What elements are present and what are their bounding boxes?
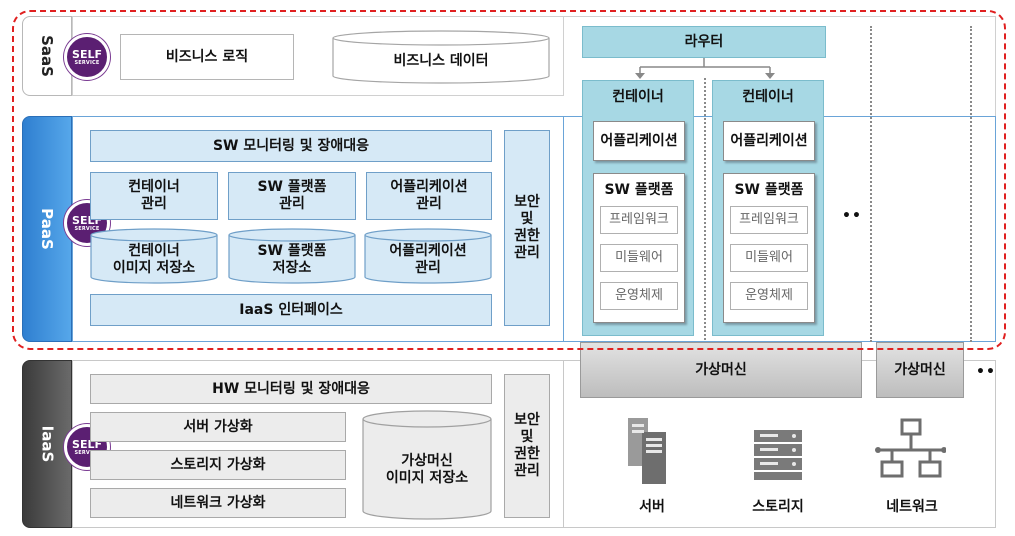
storage-label: 스토리지 [752,499,804,515]
router-box: 라우터 [582,26,826,58]
vm-image-store-label: 가상머신 이미지 저장소 [385,453,469,486]
sw-platform-store-label: SW 플랫폼 저장소 [257,243,327,276]
sw-platform-mgmt-box: SW 플랫폼 관리 [228,172,356,220]
network-label: 네트워크 [886,499,938,515]
iaas-layer-tab: IaaS [22,360,72,528]
router-connector-arrows [635,58,775,79]
badge-line1: SELF [72,213,102,227]
virtual-machine-second: 가상머신 [876,342,964,398]
iaas-security-box: 보안 및 권한 관리 [504,374,550,518]
server-virtualization-box: 서버 가상화 [90,412,346,442]
container-app-box: 어플리케이션 [723,121,815,161]
vm-image-store-cylinder: 가상머신 이미지 저장소 [362,410,492,520]
container-1: 컨테이너 어플리케이션 SW 플랫폼 프레임워크 미들웨어 운영체제 [582,80,694,336]
more-containers-ellipsis: •• [842,208,862,224]
badge-line2: SERVICE [74,59,100,66]
container-2: 컨테이너 어플리케이션 SW 플랫폼 프레임워크 미들웨어 운영체제 [712,80,824,336]
badge-line2: SERVICE [74,225,100,232]
business-logic-box: 비즈니스 로직 [120,34,294,80]
network-virtualization-box: 네트워크 가상화 [90,488,346,518]
middleware-item: 미들웨어 [730,244,808,272]
network-icon [875,418,946,478]
framework-item: 프레임워크 [600,206,678,234]
self-service-badge-saas: SELF SERVICE [64,34,110,80]
saas-layer-tab: SaaS [22,16,72,96]
sw-platform-store-cylinder: SW 플랫폼 저장소 [228,228,356,284]
more-vms-ellipsis: •• [976,364,996,380]
badge-line1: SELF [72,437,102,451]
vm-separator-line [870,26,872,342]
container-mgmt-box: 컨테이너 관리 [90,172,218,220]
iaas-layer-label: IaaS [37,425,56,463]
app-store-label: 어플리케이션 관리 [389,243,467,276]
app-store-cylinder: 어플리케이션 관리 [364,228,492,284]
middleware-item: 미들웨어 [600,244,678,272]
container-image-store-cylinder: 컨테이너 이미지 저장소 [90,228,218,284]
sw-monitoring-box: SW 모니터링 및 장애대응 [90,130,492,162]
container-image-store-label: 컨테이너 이미지 저장소 [112,243,196,276]
paas-layer-tab: PaaS [22,116,72,342]
business-data-label: 비즈니스 데이터 [393,52,489,69]
storage-virtualization-box: 스토리지 가상화 [90,450,346,480]
os-item: 운영체제 [600,282,678,310]
sw-platform-title: SW 플랫폼 [604,181,674,198]
virtual-machine-main: 가상머신 [580,342,862,398]
iaas-interface-box: IaaS 인터페이스 [90,294,492,326]
paas-security-box: 보안 및 권한 관리 [504,130,550,326]
container-sw-platform-box: SW 플랫폼 프레임워크 미들웨어 운영체제 [593,173,685,323]
business-data-cylinder: 비즈니스 데이터 [332,30,550,84]
storage-icon [754,430,802,480]
badge-line2: SERVICE [74,449,100,456]
container-sw-platform-box: SW 플랫폼 프레임워크 미들웨어 운영체제 [723,173,815,323]
sw-platform-title: SW 플랫폼 [734,181,804,198]
vm-separator-line-2 [970,26,972,342]
server-icon [628,418,666,484]
app-mgmt-box: 어플리케이션 관리 [366,172,492,220]
container-app-box: 어플리케이션 [593,121,685,161]
hw-monitoring-box: HW 모니터링 및 장애대응 [90,374,492,404]
container-title: 컨테이너 [742,88,794,105]
server-label: 서버 [639,499,665,515]
badge-line1: SELF [72,47,102,61]
container-separator-line [704,78,706,340]
saas-layer-label: SaaS [37,35,56,77]
paas-layer-label: PaaS [37,208,56,250]
container-title: 컨테이너 [612,88,664,105]
os-item: 운영체제 [730,282,808,310]
framework-item: 프레임워크 [730,206,808,234]
